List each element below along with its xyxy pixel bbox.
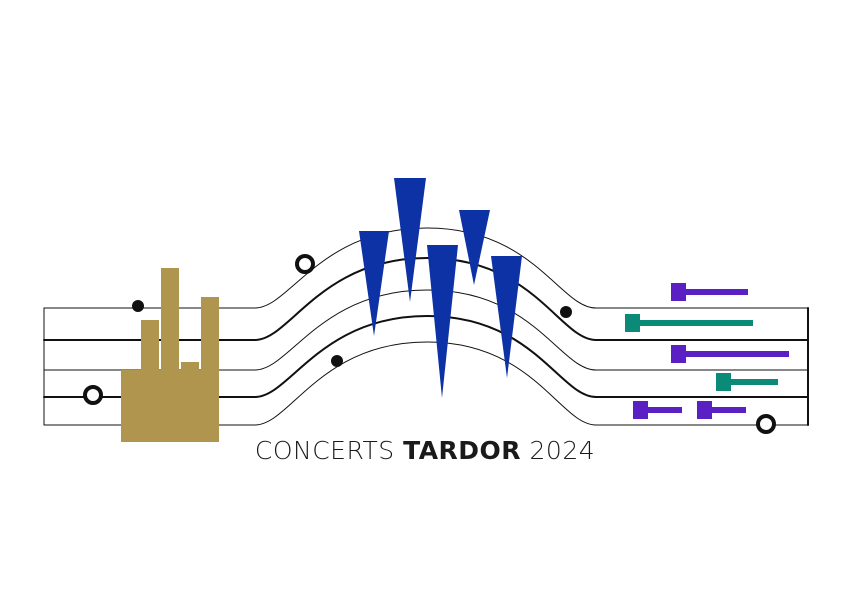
- note-dot-icon: [132, 300, 144, 312]
- note-ring-icon: [295, 254, 315, 274]
- logo-caption: CONCERTS TARDOR 2024: [0, 436, 850, 465]
- staff-line-5: [43, 341, 809, 426]
- organ-pipes-icon: [121, 268, 219, 442]
- staff-line-3: [43, 289, 809, 371]
- music-staff: [43, 227, 809, 426]
- staff-line-1: [43, 227, 809, 309]
- note-dot-icon: [331, 355, 343, 367]
- blue-triangle-notes-icon: [359, 178, 522, 398]
- staff-line-4: [43, 314, 809, 398]
- caption-concerts: CONCERTS: [254, 436, 404, 465]
- note-ring-icon: [756, 414, 776, 434]
- note-dot-icon: [560, 306, 572, 318]
- note-ring-icon: [83, 385, 103, 405]
- note-marks: [83, 254, 776, 434]
- staff-line-2: [43, 256, 809, 341]
- purple-hammer-notes-icon: [633, 283, 789, 419]
- caption-tardor: TARDOR: [403, 436, 522, 465]
- teal-hammer-notes-icon: [625, 314, 778, 391]
- caption-year: 2024: [521, 436, 596, 465]
